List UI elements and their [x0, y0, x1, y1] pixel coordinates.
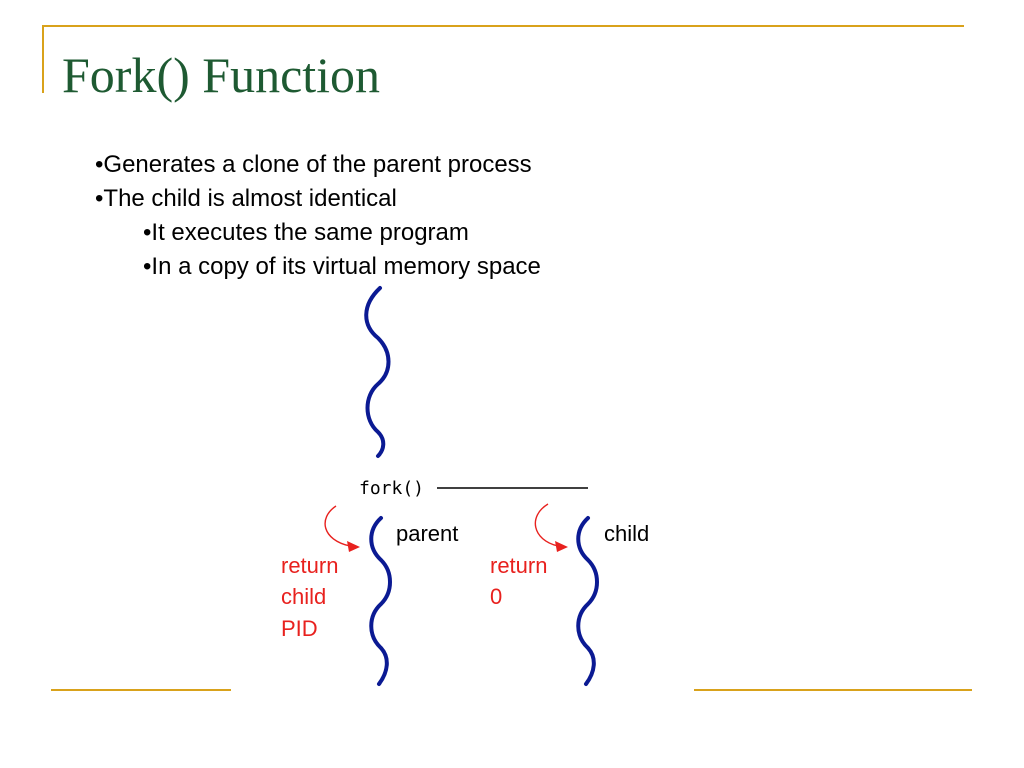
parent-return-line-1: return: [281, 553, 338, 578]
sub-bullet-item: •In a copy of its virtual memory space: [143, 253, 541, 280]
bullet-list: •Generates a clone of the parent process…: [95, 148, 541, 284]
parent-return-text: return child PID: [281, 553, 338, 641]
slide-title: Fork() Function: [62, 47, 381, 103]
parent-label: parent: [396, 521, 458, 546]
child-return-line-1: return: [490, 553, 547, 578]
main-thread-squiggle: [364, 286, 391, 458]
bullet-item: •The child is almost identical: [95, 185, 397, 212]
bullet-item: •Generates a clone of the parent process: [95, 151, 532, 178]
parent-return-arrow: [324, 505, 351, 547]
child-return-arrowhead: [555, 541, 568, 552]
child-return-text: return 0: [490, 553, 547, 609]
fork-call-label: fork(): [359, 478, 424, 499]
parent-return-line-2: child: [281, 584, 326, 609]
child-return-line-2: 0: [490, 584, 502, 609]
child-label: child: [604, 521, 649, 546]
child-return-arrow: [534, 503, 559, 547]
parent-thread-squiggle: [369, 516, 392, 686]
child-thread-squiggle: [576, 516, 599, 686]
parent-return-arrowhead: [347, 541, 360, 552]
frame-lines: [42, 25, 972, 691]
parent-return-line-3: PID: [281, 616, 318, 641]
sub-bullet-item: •It executes the same program: [143, 219, 469, 246]
